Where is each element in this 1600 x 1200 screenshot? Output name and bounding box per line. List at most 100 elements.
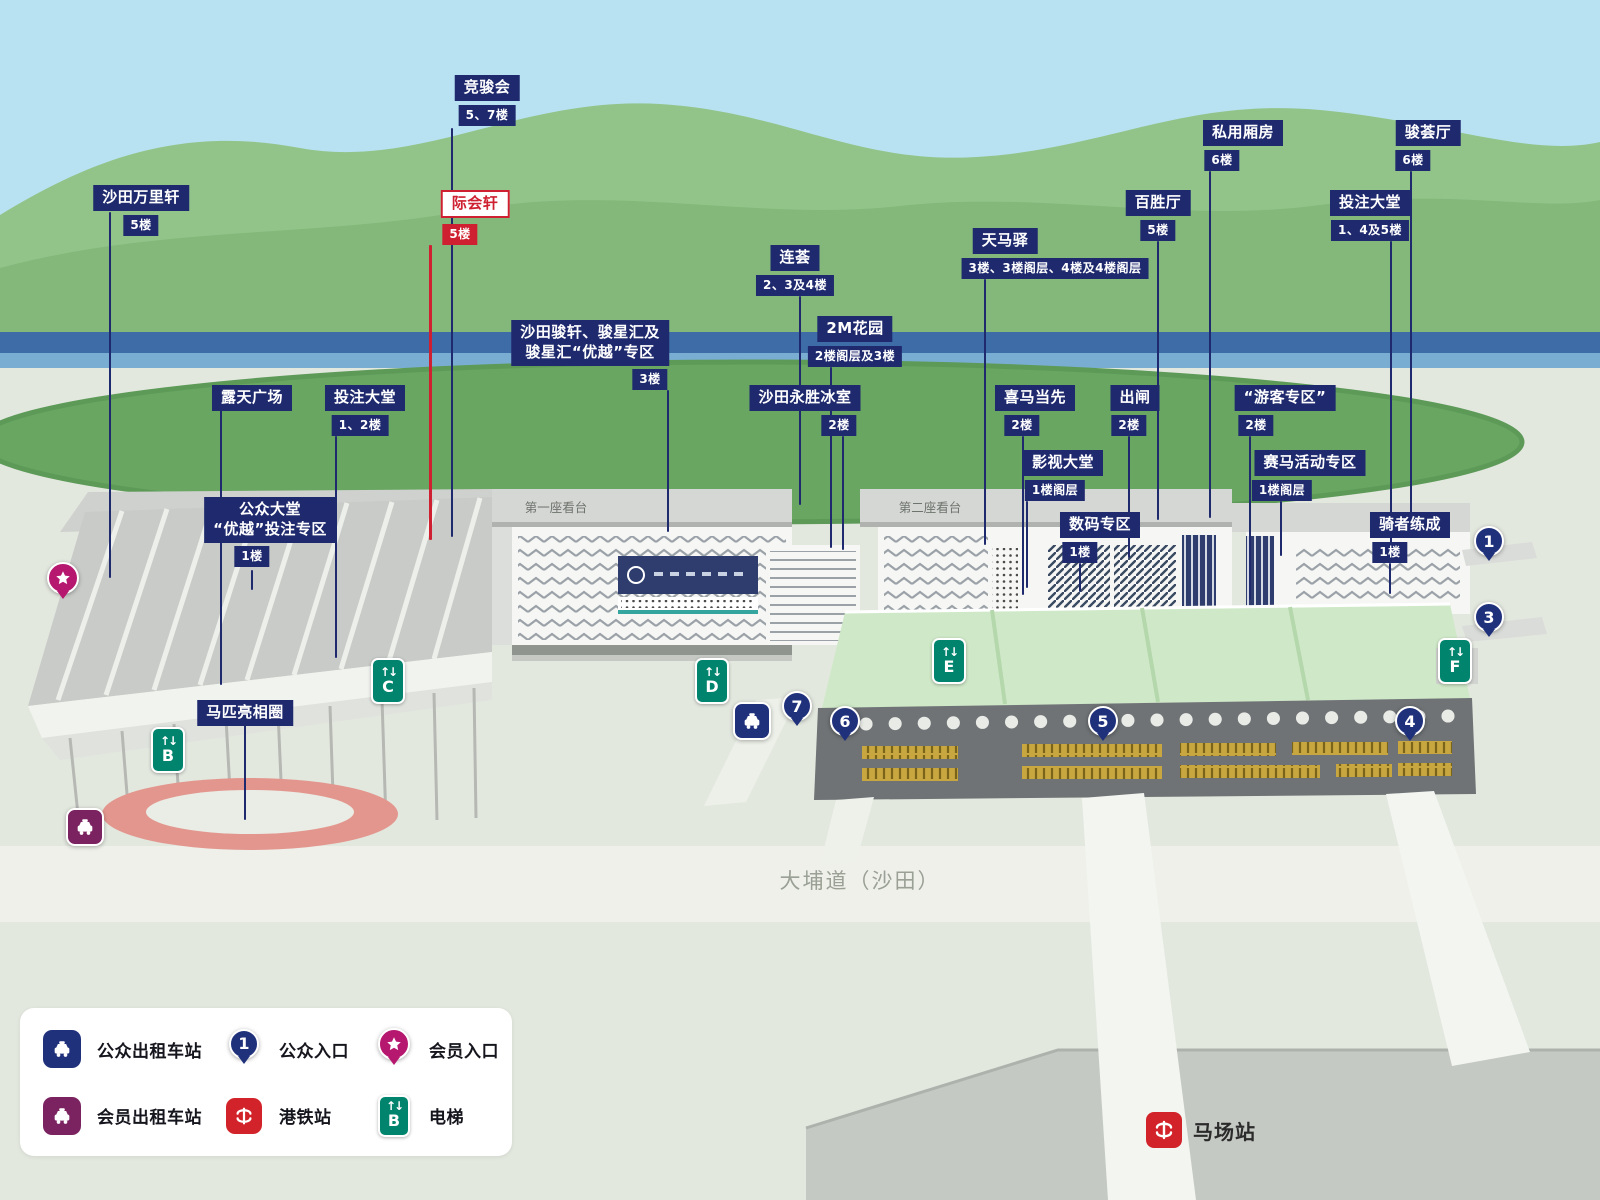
taxi-public-icon bbox=[40, 1030, 84, 1068]
entrance-pin-1: 1 bbox=[1472, 526, 1506, 567]
elevator-F: ↑↓F bbox=[1438, 638, 1472, 684]
callout-pole-touzhu-datang-left bbox=[335, 436, 337, 658]
road-label: 大埔道（沙田） bbox=[780, 869, 941, 893]
floor-shuma-zhuanqu: 1楼 bbox=[1062, 542, 1098, 564]
floor-baishengting: 5楼 bbox=[1140, 220, 1176, 242]
label-jihuixuan: 际会轩 bbox=[440, 190, 510, 218]
lower-concourse bbox=[814, 698, 1476, 800]
elevator-C: ↑↓C bbox=[371, 658, 405, 704]
floor-jingjunhui: 5、7楼 bbox=[458, 105, 516, 127]
legend-label: 会员出租车站 bbox=[97, 1108, 202, 1128]
elevator-B: ↑↓B bbox=[151, 727, 185, 773]
callout-pole-ximadangxian bbox=[1022, 436, 1024, 595]
elevator-arrows-icon: ↑↓ bbox=[379, 664, 398, 679]
elevator-letter: B bbox=[161, 745, 175, 765]
label-shatin-junxuan: 沙田骏轩、骏星汇及 骏星汇“优越”专区 bbox=[511, 320, 669, 366]
floor-saima-huodong-zhuanqu: 1楼阁层 bbox=[1251, 480, 1313, 502]
stand2-label: 第二座看台 bbox=[899, 500, 962, 515]
callout-pole-saima-huodong-zhuanqu bbox=[1280, 501, 1282, 556]
label-mapi-liangxiangquan: 马匹亮相圈 bbox=[197, 700, 293, 726]
legend-item-mtr: 港铁站 bbox=[222, 1095, 372, 1137]
label-touzhu-datang-left: 投注大堂 bbox=[324, 385, 406, 411]
racecourse-station-marker: 马场站 bbox=[1146, 1112, 1256, 1148]
floor-qizhe-liancheng: 1楼 bbox=[1372, 542, 1408, 564]
entrance-number-icon: 1 bbox=[222, 1028, 266, 1070]
pin-tail bbox=[1483, 553, 1495, 567]
entrance-number: 5 bbox=[1088, 706, 1118, 736]
floor-tianmayi: 3楼、3楼阁层、4楼及4楼阁层 bbox=[961, 258, 1149, 280]
entrance-number: 4 bbox=[1395, 706, 1425, 736]
label-shatin-wanlixuan: 沙田万里轩 bbox=[93, 185, 189, 211]
callout-pole-youke-zhuanqu bbox=[1249, 436, 1251, 600]
elevator-icon: ↑↓B bbox=[372, 1094, 416, 1137]
floor-touzhu-datang-right: 1、4及5楼 bbox=[1330, 220, 1410, 242]
callout-pole-chuzha bbox=[1128, 436, 1130, 558]
public-taxi-stand-icon bbox=[733, 702, 771, 740]
label-tianmayi: 天马驿 bbox=[972, 228, 1038, 254]
station-platform bbox=[805, 1048, 1600, 1200]
legend-label: 港铁站 bbox=[279, 1108, 332, 1128]
pin-tail bbox=[791, 718, 803, 732]
callout-pole-yingshi-datang bbox=[1026, 501, 1028, 588]
elevator-letter: E bbox=[943, 656, 955, 676]
callout-pole-yongsheng-bingshi bbox=[842, 436, 844, 550]
callout-pole-shuma-zhuanqu bbox=[1079, 563, 1081, 592]
floor-chuzha: 2楼 bbox=[1111, 415, 1147, 437]
label-jingjunhui: 竞骏会 bbox=[454, 75, 520, 101]
legend-label: 会员入口 bbox=[429, 1041, 499, 1062]
floor-2m-garden: 2楼阁层及3楼 bbox=[807, 346, 903, 368]
elevator-E: ↑↓E bbox=[932, 638, 966, 684]
callout-pole-touzhu-datang-right bbox=[1390, 241, 1392, 560]
callout-pole-siyong-xiangfang bbox=[1209, 171, 1211, 518]
legend: 公众出租车站 1 公众入口 会员入口会员出租车站 港铁站 ↑↓B 电梯 bbox=[20, 1008, 512, 1156]
legend-label: 电梯 bbox=[429, 1108, 464, 1128]
mtr-icon bbox=[1146, 1112, 1182, 1148]
floor-yingshi-datang: 1楼阁层 bbox=[1024, 480, 1086, 502]
floor-gongzhong-datang: 1楼 bbox=[234, 546, 270, 568]
floor-yongsheng-bingshi: 2楼 bbox=[821, 415, 857, 437]
elevator-letter: F bbox=[1449, 656, 1461, 676]
floor-ximadangxian: 2楼 bbox=[1004, 415, 1040, 437]
label-baishengting: 百胜厅 bbox=[1125, 190, 1191, 216]
label-yingshi-datang: 影视大堂 bbox=[1022, 450, 1104, 476]
pin-tail bbox=[1097, 733, 1109, 747]
grandstand-1 bbox=[492, 489, 860, 661]
elevator-arrows-icon: ↑↓ bbox=[1446, 644, 1465, 659]
taxi-member-icon bbox=[40, 1096, 84, 1135]
station-name: 马场站 bbox=[1193, 1119, 1256, 1144]
floor-siyong-xiangfang: 6楼 bbox=[1204, 150, 1240, 172]
entrance-number: 7 bbox=[782, 691, 812, 721]
legend-label: 公众出租车站 bbox=[97, 1041, 202, 1062]
green-roof-hall bbox=[822, 602, 1470, 708]
floor-youke-zhuanqu: 2楼 bbox=[1238, 415, 1274, 437]
queue-barriers bbox=[862, 741, 1452, 781]
entrance-pin-4: 4 bbox=[1393, 706, 1427, 747]
entrance-number: 1 bbox=[1474, 526, 1504, 556]
callout-pole-shatin-junxuan bbox=[667, 390, 669, 532]
entrance-pin-6: 6 bbox=[828, 706, 862, 747]
entrance-number: 6 bbox=[830, 706, 860, 736]
elevator-arrows-icon: ↑↓ bbox=[703, 664, 722, 679]
right-stand bbox=[1232, 503, 1470, 614]
callout-pole-2m-garden bbox=[830, 367, 832, 548]
label-lianhui: 连荟 bbox=[770, 245, 820, 271]
callout-pole-lutian-guangchang bbox=[220, 410, 222, 685]
entrance-pin-5: 5 bbox=[1086, 706, 1120, 747]
floor-lianhui: 2、3及4楼 bbox=[755, 275, 835, 297]
pin-tail bbox=[1483, 629, 1495, 643]
elevator-letter: C bbox=[382, 676, 394, 696]
legend-item-elevator: ↑↓B 电梯 bbox=[372, 1094, 512, 1137]
callout-pole-mapi-liangxiangquan bbox=[244, 725, 246, 820]
elevator-D: ↑↓D bbox=[695, 658, 729, 704]
label-siyong-xiangfang: 私用厢房 bbox=[1202, 120, 1284, 146]
callout-pole-gongzhong-datang bbox=[251, 570, 253, 590]
label-yongsheng-bingshi: 沙田永胜冰室 bbox=[749, 385, 861, 411]
legend-item-taxi-public: 公众出租车站 bbox=[40, 1028, 222, 1071]
label-chuzha: 出闸 bbox=[1110, 385, 1160, 411]
member-taxi-stand-icon bbox=[66, 808, 104, 846]
elevator-arrows-icon: ↑↓ bbox=[159, 733, 178, 748]
callout-pole-shatin-wanlixuan bbox=[109, 212, 111, 578]
legend-item-taxi-member: 会员出租车站 bbox=[40, 1095, 222, 1137]
label-lutian-guangchang: 露天广场 bbox=[211, 385, 293, 411]
legend-label: 公众入口 bbox=[279, 1041, 349, 1062]
